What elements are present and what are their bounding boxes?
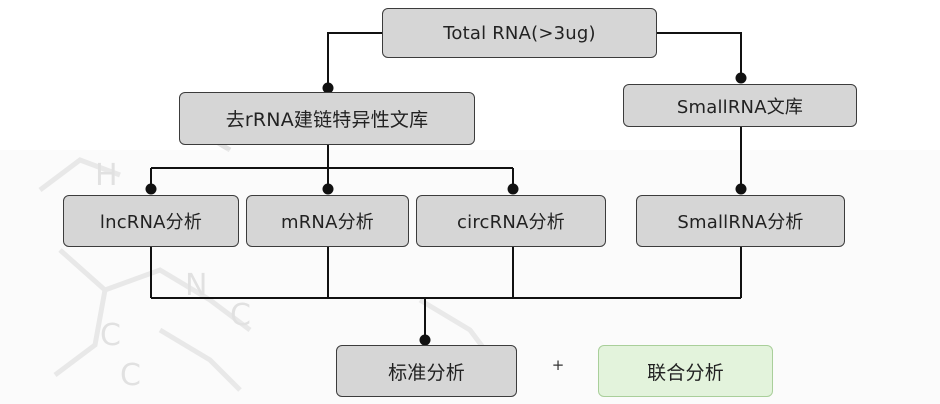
dot-rrna [322, 82, 334, 94]
svg-text:C: C [120, 358, 141, 393]
small-rna-analysis-node: SmallRNA分析 [636, 195, 845, 247]
molecule-watermark-letters: H N C C C [95, 158, 251, 393]
connector-total-to-small [657, 32, 742, 80]
svg-text:H: H [95, 158, 118, 193]
standard-analysis-node: 标准分析 [336, 345, 517, 397]
circrna-analysis-node: circRNA分析 [416, 195, 606, 247]
joint-analysis-node: 联合分析 [598, 345, 773, 397]
connector-total-to-rrna [327, 32, 382, 88]
connector-lines [150, 32, 742, 341]
svg-text:C: C [230, 298, 251, 333]
svg-text:N: N [185, 268, 207, 303]
dot-mrna [322, 183, 334, 195]
mrna-analysis-node: mRNA分析 [246, 195, 409, 247]
svg-text:C: C [100, 318, 121, 353]
plus-sign: + [551, 356, 565, 374]
connector-dots [145, 72, 747, 346]
dot-circ [507, 183, 519, 195]
lncrna-analysis-node: lncRNA分析 [63, 195, 239, 247]
small-rna-library-node: SmallRNA文库 [623, 84, 857, 127]
dot-small-library [735, 72, 747, 84]
dot-lnc [145, 183, 157, 195]
total-rna-node: Total RNA(>3ug) [382, 8, 657, 58]
dot-small-analysis [735, 183, 747, 195]
dot-standard [419, 334, 431, 346]
rrna-depleted-library-node: 去rRNA建链特异性文库 [179, 92, 475, 145]
